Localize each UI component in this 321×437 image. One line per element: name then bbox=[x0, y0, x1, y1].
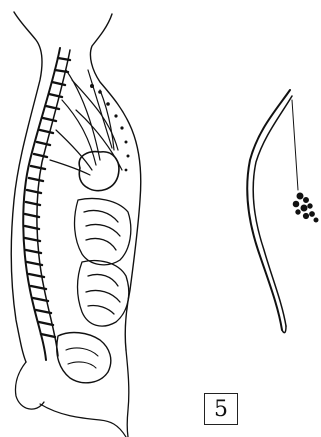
ribs bbox=[50, 70, 122, 175]
flower-head bbox=[293, 193, 318, 222]
flower-stem-icon bbox=[247, 90, 318, 333]
pelvis-base bbox=[40, 404, 126, 437]
branch bbox=[292, 100, 298, 190]
pelvis-bone bbox=[57, 333, 111, 383]
belly-outline bbox=[126, 350, 129, 437]
stem-outer bbox=[247, 90, 290, 330]
pelvis-outline bbox=[15, 362, 44, 409]
spine-torso-icon bbox=[11, 12, 141, 437]
intestines bbox=[75, 199, 131, 327]
figure-number-label: 5 bbox=[204, 393, 238, 425]
pelvis-bone-inner bbox=[66, 348, 98, 368]
